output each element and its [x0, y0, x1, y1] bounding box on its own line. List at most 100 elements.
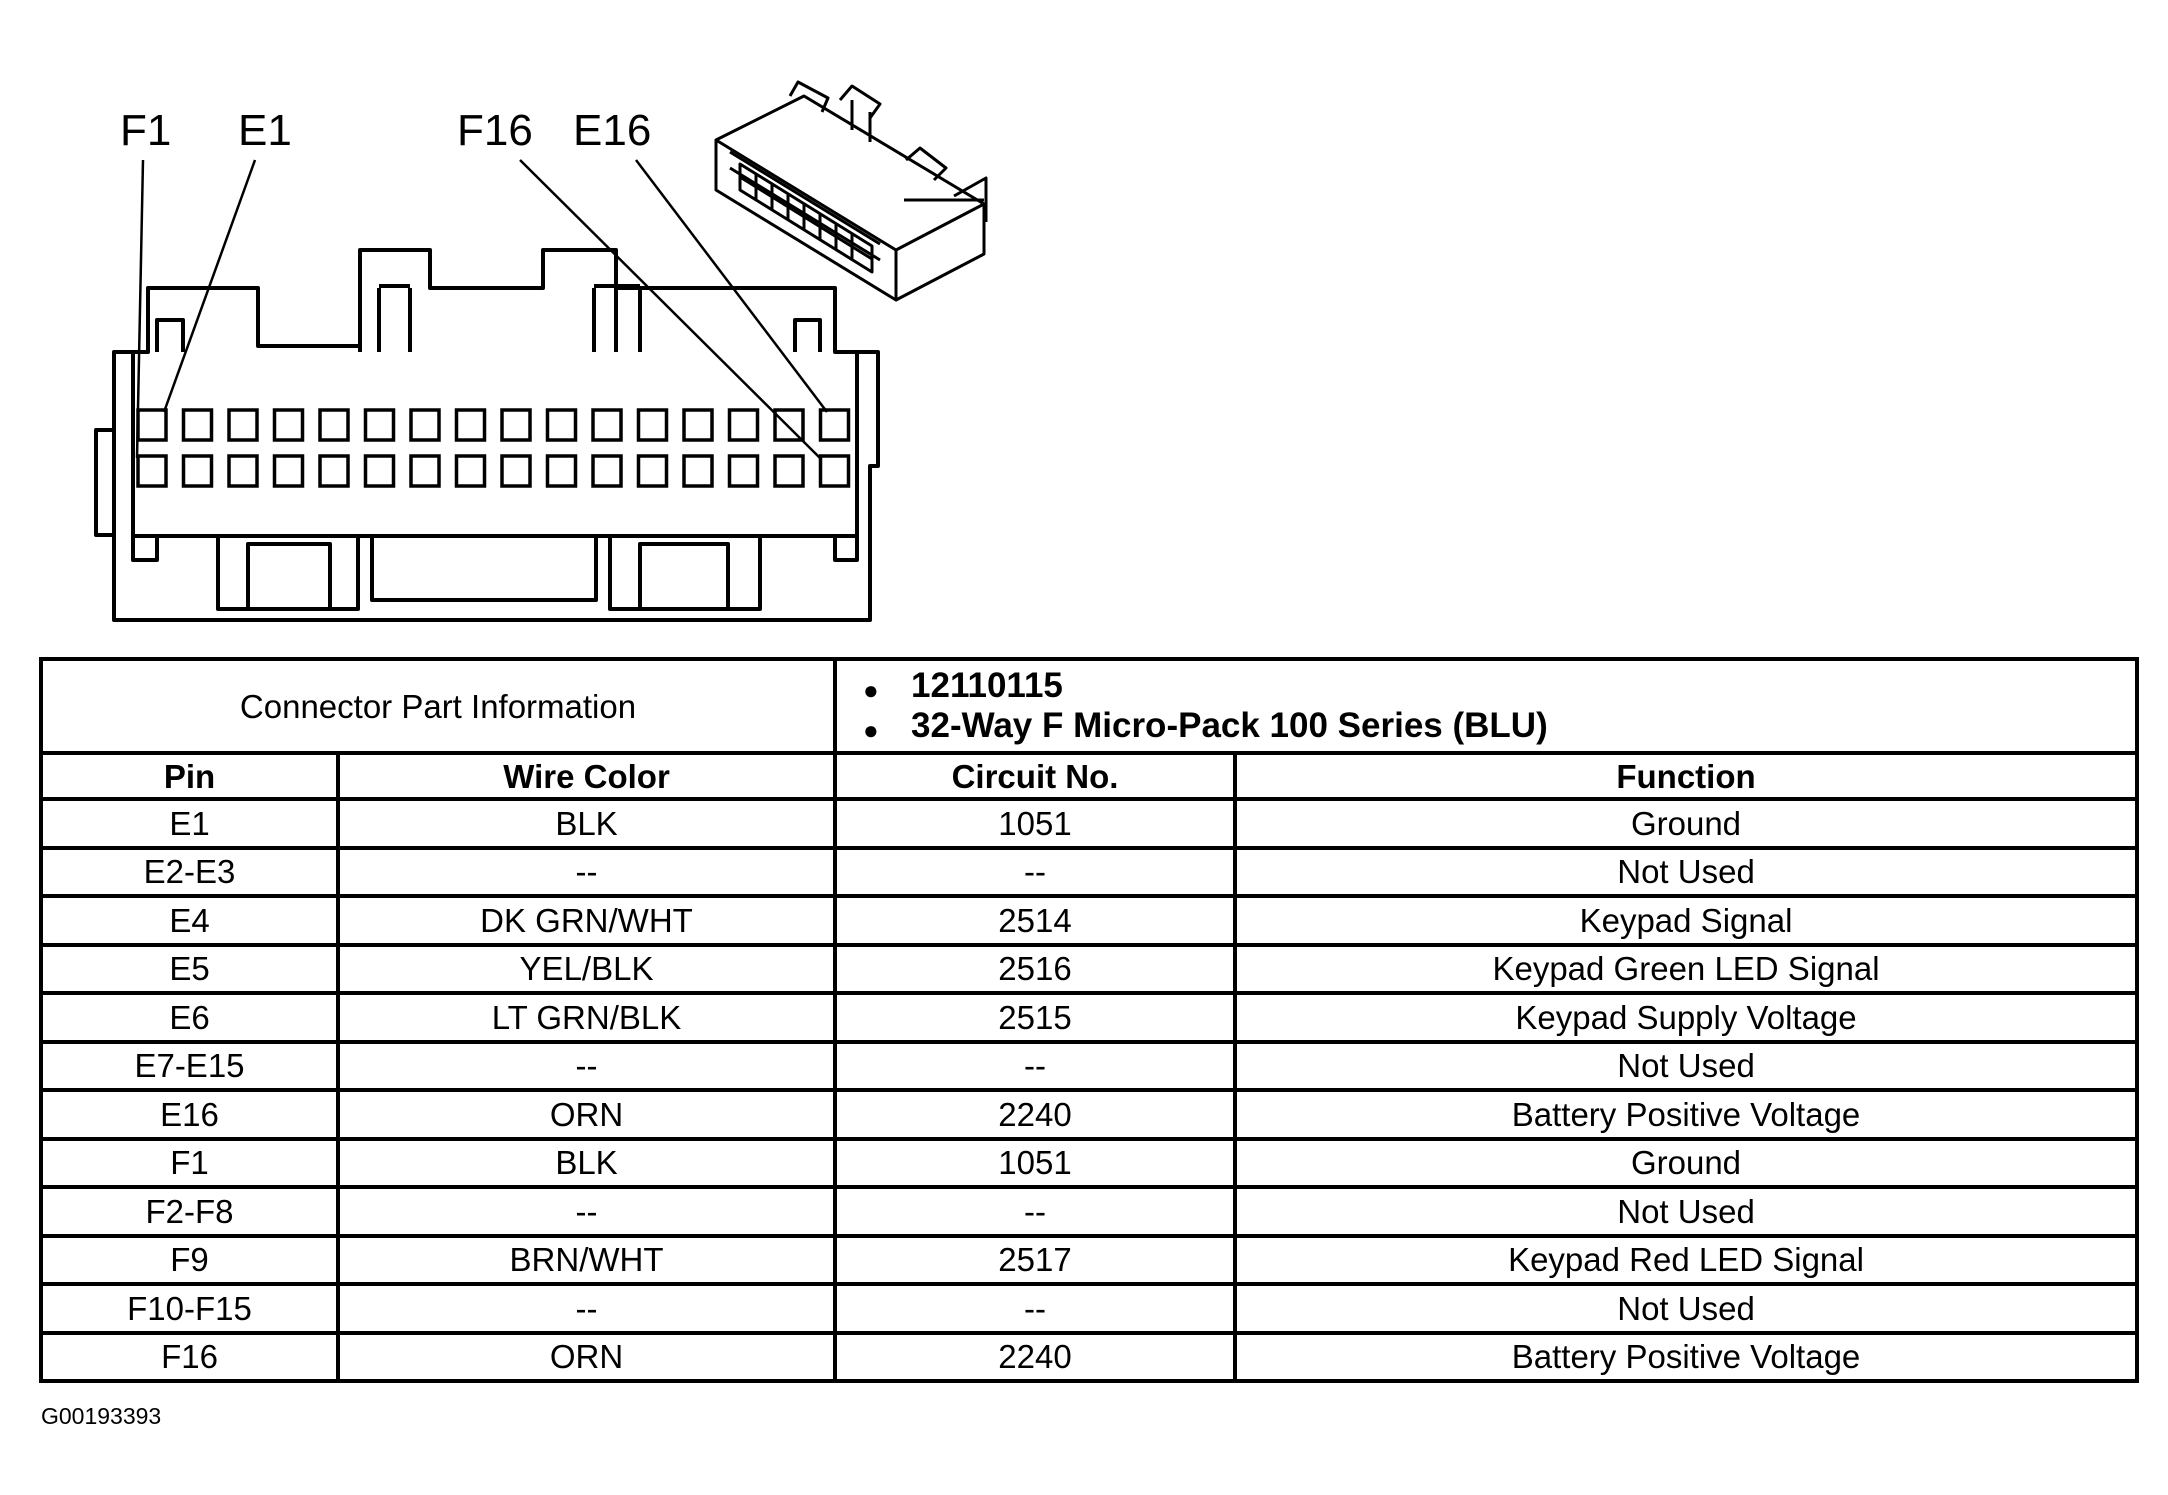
pin-cavity: [136, 408, 168, 442]
pin-cavity: [227, 408, 259, 442]
connector-info-table: Connector Part Information ●12110115 ●32…: [38, 657, 2140, 1383]
pin-cavity: [318, 408, 350, 442]
callout-leader-lines: [135, 159, 828, 459]
pin-cavity: [272, 408, 305, 442]
function-cell: Ground: [1233, 1136, 2140, 1189]
pin-cavity: [454, 454, 487, 488]
pin-cell: F16: [39, 1330, 340, 1383]
function-cell: Not Used: [1233, 1039, 2140, 1092]
pin-cavity: [591, 454, 623, 488]
connector-part-information-title: Connector Part Information: [38, 657, 838, 755]
wire-color-cell: LT GRN/BLK: [335, 991, 838, 1044]
column-header-row: Pin Wire Color Circuit No. Function: [39, 751, 2140, 801]
pin-cavity: [636, 454, 669, 488]
column-header-function: Function: [1233, 751, 2140, 801]
leader-f16: [519, 159, 821, 459]
pin-cell: E6: [39, 991, 340, 1044]
part-description: 32-Way F Micro-Pack 100 Series (BLU): [911, 706, 1548, 745]
function-cell: Keypad Green LED Signal: [1233, 942, 2140, 995]
pin-cavity: [409, 454, 441, 488]
table-row: F10-F15----Not Used: [39, 1282, 2140, 1335]
connector-inner-rim: [131, 352, 859, 538]
connector-latch-right: [592, 284, 642, 352]
bullet-icon: ●: [863, 675, 879, 705]
label-f16: F16: [457, 106, 533, 155]
circuit-no-cell: 2515: [833, 991, 1238, 1044]
wire-color-cell: YEL/BLK: [335, 942, 838, 995]
circuit-no-cell: 1051: [833, 797, 1238, 850]
circuit-no-cell: --: [833, 1039, 1238, 1092]
function-cell: Keypad Signal: [1233, 894, 2140, 947]
connector-diagram: F1 E1 F16 E16: [94, 80, 988, 622]
pin-cavity: [500, 408, 532, 442]
circuit-no-cell: 2240: [833, 1088, 1238, 1141]
pin-cavity: [773, 408, 805, 442]
pin-cell: E16: [39, 1088, 340, 1141]
wire-color-cell: --: [335, 1185, 838, 1238]
wire-color-cell: ORN: [335, 1088, 838, 1141]
leader-e1: [162, 159, 257, 413]
pin-cell: E4: [39, 894, 340, 947]
function-cell: Not Used: [1233, 1282, 2140, 1335]
pin-cell: E7-E15: [39, 1039, 340, 1092]
pin-cavity: [591, 408, 623, 442]
circuit-no-cell: --: [833, 845, 1238, 898]
connector-window-right: [608, 534, 762, 611]
pin-cavity: [727, 454, 760, 488]
pin-cavity: [181, 408, 214, 442]
part-info-row: Connector Part Information ●12110115 ●32…: [38, 657, 2140, 755]
circuit-no-cell: 2514: [833, 894, 1238, 947]
pin-cavity: [500, 454, 532, 488]
connector-notch-right: [793, 318, 822, 352]
pin-cavity: [227, 454, 259, 488]
wire-color-cell: --: [335, 845, 838, 898]
connector-window-bridge: [370, 536, 598, 602]
label-e1: E1: [238, 106, 292, 155]
function-cell: Not Used: [1233, 845, 2140, 898]
pin-cavity: [818, 408, 851, 442]
pin-cavity: [818, 454, 851, 488]
column-header-wire-color: Wire Color: [335, 751, 838, 801]
function-cell: Not Used: [1233, 1185, 2140, 1238]
pin-cavity: [363, 454, 396, 488]
pin-cavity: [545, 454, 578, 488]
label-e16: E16: [573, 106, 651, 155]
pin-cell: E1: [39, 797, 340, 850]
part-info-cell: ●12110115 ●32-Way F Micro-Pack 100 Serie…: [833, 657, 2140, 755]
function-cell: Battery Positive Voltage: [1233, 1088, 2140, 1141]
column-header-circuit-no: Circuit No.: [833, 751, 1238, 801]
table-row: E2-E3----Not Used: [39, 845, 2140, 898]
column-header-pin: Pin: [39, 751, 340, 801]
pin-cavity: [318, 454, 350, 488]
function-cell: Keypad Red LED Signal: [1233, 1233, 2140, 1286]
wire-color-cell: BLK: [335, 797, 838, 850]
connector-lower-step: [131, 536, 859, 562]
figure-reference-code: G00193393: [41, 1403, 162, 1429]
pin-cell: F2-F8: [39, 1185, 340, 1238]
function-cell: Battery Positive Voltage: [1233, 1330, 2140, 1383]
pin-cavity: [545, 408, 578, 442]
leader-f1: [135, 159, 145, 459]
connector-isometric-view: [714, 80, 988, 302]
label-f1: F1: [120, 106, 171, 155]
circuit-no-cell: 2240: [833, 1330, 1238, 1383]
circuit-no-cell: --: [833, 1185, 1238, 1238]
pin-cavity: [136, 454, 168, 488]
circuit-no-cell: --: [833, 1282, 1238, 1335]
pin-cell: E5: [39, 942, 340, 995]
part-description-line: ●32-Way F Micro-Pack 100 Series (BLU): [863, 706, 2133, 746]
connector-left-tab: [94, 428, 114, 537]
part-number-line: ●12110115: [863, 666, 2133, 706]
connector-window-left-inner: [246, 542, 332, 611]
pin-cavity: [181, 454, 214, 488]
circuit-no-cell: 1051: [833, 1136, 1238, 1189]
wire-color-cell: DK GRN/WHT: [335, 894, 838, 947]
circuit-no-cell: 2517: [833, 1233, 1238, 1286]
